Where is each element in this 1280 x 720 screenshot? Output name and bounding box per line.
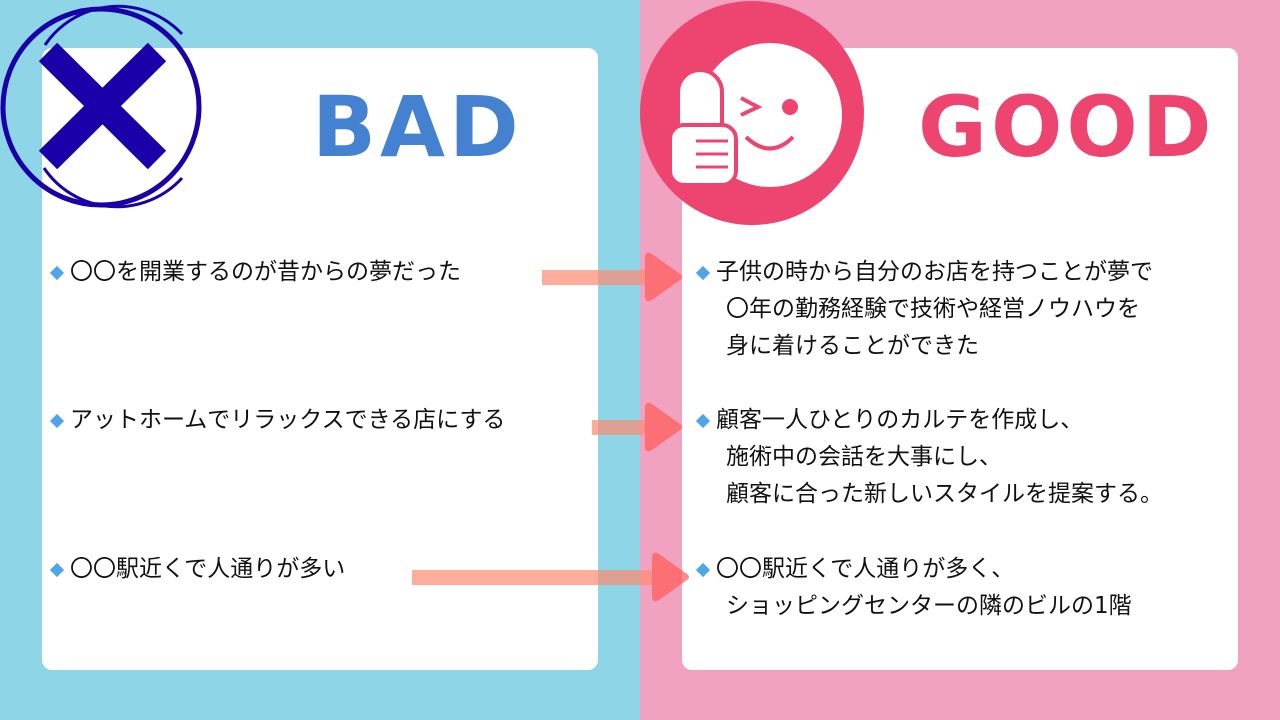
good-item-2: 顧客一人ひとりのカルテを作成し、 施術中の会話を大事にし、 顧客に合った新しいス… (695, 402, 1163, 513)
bad-item-3: 〇〇駅近くで人通りが多い (49, 551, 346, 588)
bad-item-1: 〇〇を開業するのが昔からの夢だった (49, 254, 461, 291)
good-item-3: 〇〇駅近くで人通りが多く、 ショッピングセンターの隣のビルの1階 (695, 551, 1132, 625)
item-line: 顧客一人ひとりのカルテを作成し、 (716, 407, 1084, 433)
good-title: GOOD (918, 78, 1216, 176)
item-line: 子供の時から自分のお店を持つことが夢で (716, 259, 1153, 285)
arrow-1 (542, 252, 682, 302)
x-mark-icon (0, 4, 202, 209)
arrow-3 (412, 552, 689, 602)
thumbs-up-smiley-icon (640, 1, 864, 225)
item-line: 〇年の勤務経験で技術や経営ノウハウを (726, 296, 1140, 322)
bad-item-2: アットホームでリラックスできる店にする (49, 402, 506, 439)
item-line: 施術中の会話を大事にし、 (726, 444, 1002, 470)
item-line: ショッピングセンターの隣のビルの1階 (726, 593, 1132, 619)
item-line: 〇〇駅近くで人通りが多い (70, 556, 346, 582)
item-line: 身に着けることができた (726, 333, 979, 359)
item-line: 顧客に合った新しいスタイルを提案する。 (726, 481, 1163, 507)
item-line: 〇〇を開業するのが昔からの夢だった (70, 259, 461, 285)
item-line: アットホームでリラックスできる店にする (70, 407, 506, 433)
good-item-1: 子供の時から自分のお店を持つことが夢で 〇年の勤務経験で技術や経営ノウハウを 身… (695, 254, 1153, 365)
arrow-2 (592, 402, 682, 452)
bad-title: BAD (312, 78, 523, 176)
item-line: 〇〇駅近くで人通りが多く、 (716, 556, 1015, 582)
